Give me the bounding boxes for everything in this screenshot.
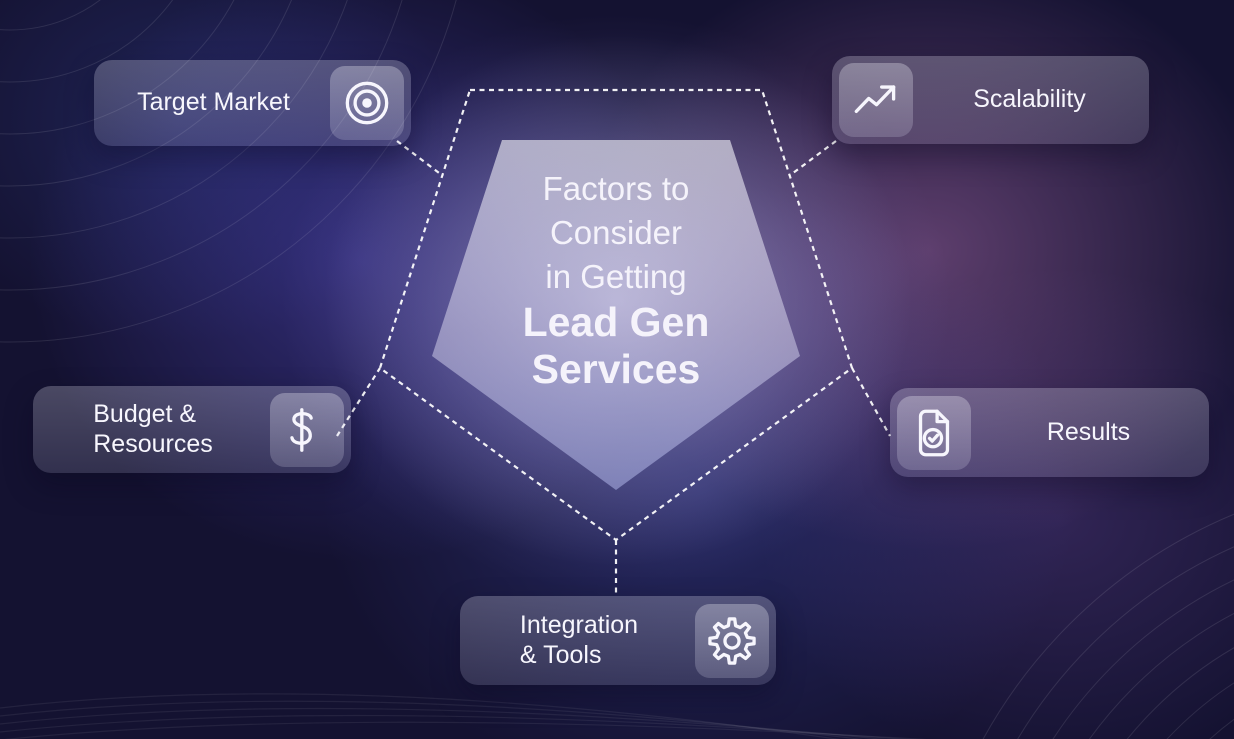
decorative-wave [4,721,927,739]
central-title: Factors to Consider in Getting Lead Gen … [523,167,710,393]
filled-pentagon [432,140,800,490]
factor-label-text: Target Market [137,88,290,117]
title-line-4: Lead Gen [522,299,710,345]
factor-card-integration-tools: Integration & Tools [460,596,776,685]
title-line-5: Services [531,346,701,392]
factor-label-text: Scalability [973,85,1086,114]
decorative-arc [0,0,403,291]
decorative-arc [0,0,457,343]
document-check-icon [897,395,971,470]
factor-label-results: Results [975,418,1202,448]
factor-label-target-market: Target Market [101,88,326,118]
decorative-arc [0,0,348,239]
bullseye-icon [330,66,404,140]
factor-card-budget-resources: Budget & Resources [33,386,351,473]
connector-target-market [396,140,444,177]
title-line-2: Consider [549,214,683,251]
factor-label-line2: & Tools [519,640,602,669]
factor-label-scalability: Scalability [917,85,1142,115]
factor-label-line1: Budget & [93,400,197,428]
connector-budget [336,367,381,437]
decorative-wave [0,707,886,739]
connector-results [851,367,891,437]
connector-scalability [788,140,837,177]
gear-icon [695,603,769,678]
factor-label-text: Budget & Resources [93,400,213,459]
decorative-arc [0,0,174,83]
factor-card-results: Results [890,388,1209,477]
title-line-3: in Getting [545,258,687,295]
trend-up-icon [839,63,913,137]
factor-card-scalability: Scalability [832,56,1149,144]
factor-label-line2: Resources [93,429,213,458]
factor-label-text: Results [1046,417,1131,446]
title-line-1: Factors to [542,170,690,207]
decorative-arc [0,0,292,187]
dollar-icon [270,392,344,467]
factor-label-text: Integration & Tools [520,611,638,670]
dashed-connectors [336,140,891,596]
decorative-wave [0,714,908,739]
decorative-arc [0,0,101,31]
factor-label-integration-tools: Integration & Tools [467,611,691,670]
decorative-wave [0,700,864,739]
dashed-pentagon-outline [378,88,854,542]
decorative-arc [0,0,235,135]
decorative-wave [0,693,841,739]
factor-label-line1: Integration [519,611,639,639]
factor-card-target-market: Target Market [94,60,411,146]
factor-label-budget-resources: Budget & Resources [40,400,266,459]
